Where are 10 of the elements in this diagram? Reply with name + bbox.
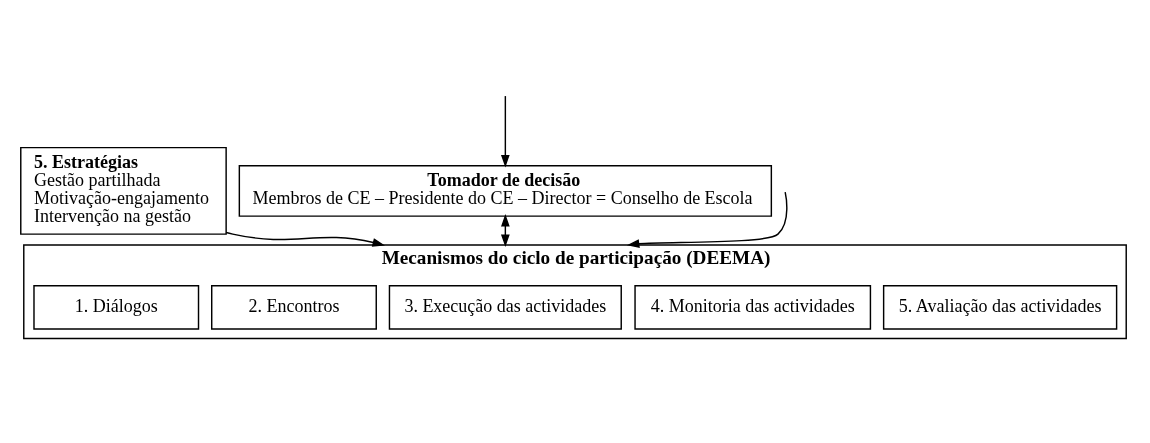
arrow [500, 95, 510, 168]
node-box: 4. Monitoria das actividades [634, 285, 872, 330]
node-box: 2. Encontros [211, 285, 377, 330]
node-box: 5. Estratégias Gestão partilhada Motivação-engajamento Intervenção na gestão [20, 146, 227, 235]
arrow [626, 191, 788, 248]
node-box: 3. Execução das actividades [388, 285, 622, 330]
node-box: 1. Diálogos [33, 285, 200, 330]
arrow [225, 231, 385, 247]
node-box: Tomador de decisão Membros de CE – Presidente do CE – Director = Conselho de Escola [238, 164, 773, 217]
node-box: 5. Avaliação das actividades [882, 285, 1118, 330]
